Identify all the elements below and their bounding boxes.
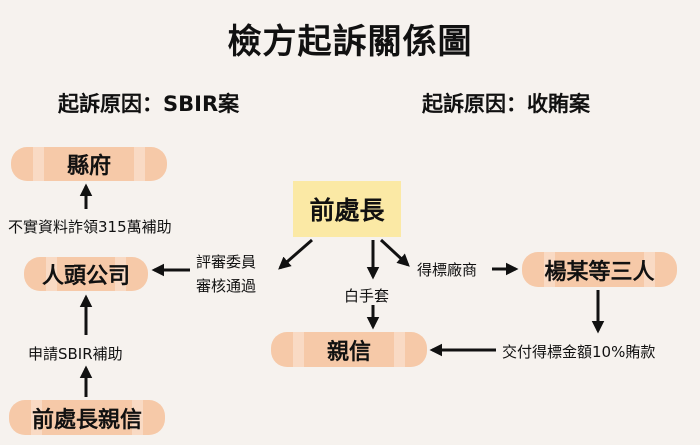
node-yang-three: 楊某等三人 [522,252,677,287]
label-fraud-grant: 不實資料詐領315萬補助 [8,218,172,236]
node-yang-three-label: 楊某等三人 [544,259,655,285]
node-confidant: 親信 [271,332,427,367]
node-former-director: 前處長 [293,181,401,237]
node-county-office: 縣府 [11,147,167,181]
node-former-director-label: 前處長 [309,196,385,225]
label-apply-grant: 申請SBIR補助 [28,345,123,363]
label-committee-approval-2: 審核通過 [196,277,257,295]
node-county-office-label: 縣府 [66,154,111,179]
label-bribe-payment: 交付得標金額10%賄款 [502,343,656,361]
label-white-glove: 白手套 [344,287,390,305]
arrow-director-to-vendor [379,238,410,267]
node-proxy-company-label: 人頭公司 [41,264,130,289]
node-proxy-company: 人頭公司 [24,257,148,291]
node-confidant-label: 親信 [326,339,371,365]
label-winning-vendor: 得標廠商 [417,261,478,279]
node-former-director-confidant: 前處長親信 [9,400,165,435]
arrow-director-to-committee [278,238,313,270]
diagram-title: 檢方起訴關係圖 [227,22,473,62]
node-former-director-confidant-label: 前處長親信 [31,407,142,433]
cause-bribery-case: 起訴原因：收賄案 [422,92,590,116]
label-committee-approval-1: 評審委員 [196,253,257,271]
cause-sbir-case: 起訴原因：SBIR案 [58,92,240,116]
